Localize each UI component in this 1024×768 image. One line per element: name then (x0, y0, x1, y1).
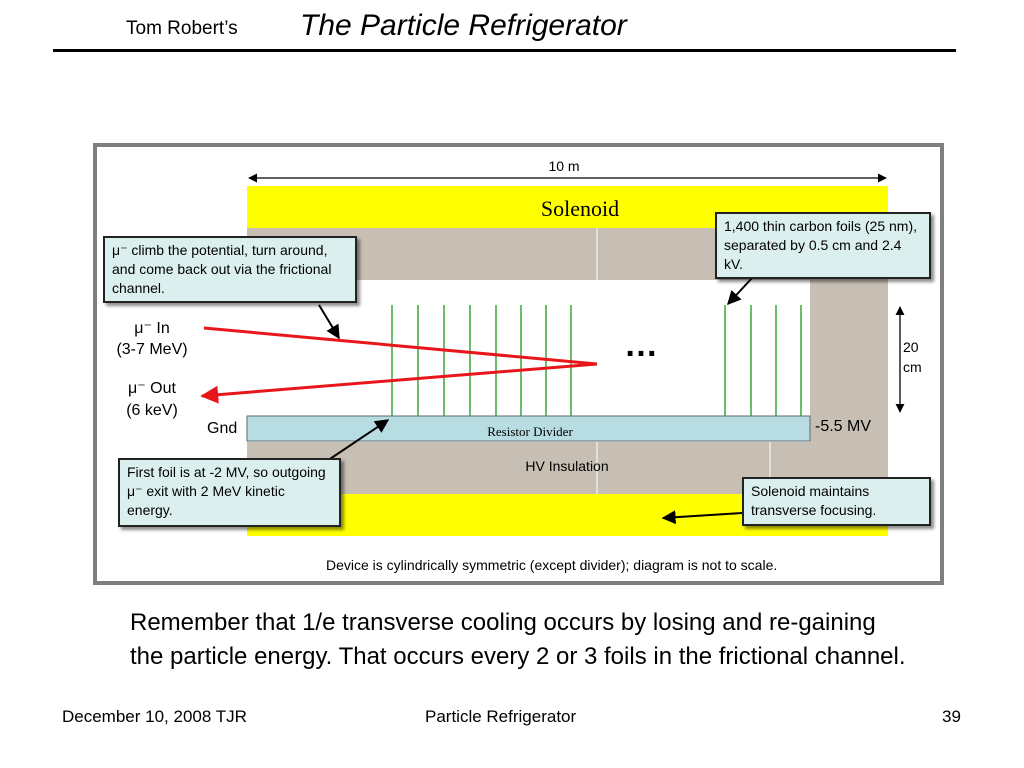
footer-topic: Particle Refrigerator (425, 707, 577, 726)
length-label: 10 m (548, 158, 580, 174)
muon-in-energy: (3-7 MeV) (116, 341, 188, 358)
resistor-divider (246, 415, 811, 442)
diagram-frame (93, 143, 944, 585)
ellipsis-indicator: … (624, 326, 660, 364)
muon-out-beam (200, 362, 598, 404)
muon-out-label: μ⁻ Out (128, 380, 176, 397)
diagram-caption: Device is cylindrically symmetric (excep… (326, 557, 778, 573)
climb-pointer-arrow (318, 304, 340, 340)
muon-out-energy: (6 keV) (126, 402, 178, 419)
slide-title: The Particle Refrigerator (300, 9, 627, 42)
page-number: 39 (942, 707, 961, 726)
focusing-callout: Solenoid maintains transverse focusing. (742, 477, 931, 526)
resistor-divider-label: Resistor Divider (487, 424, 573, 439)
header-author: Tom Robert’s (126, 18, 238, 39)
height-label-value: 20 (903, 339, 919, 355)
foils-callout: 1,400 thin carbon foils (25 nm), separat… (715, 212, 931, 279)
insulation-label: HV Insulation (525, 458, 609, 474)
high-voltage-label: -5.5 MV (815, 418, 872, 435)
carbon-foils (391, 305, 802, 416)
insulation-end (810, 280, 888, 442)
height-label-unit: cm (903, 359, 922, 375)
solenoid-label: Solenoid (540, 196, 620, 221)
body-text: Remember that 1/e transverse cooling occ… (130, 609, 906, 670)
ground-label: Gnd (207, 420, 238, 437)
header-rule (53, 49, 956, 52)
foils-pointer-arrow (727, 277, 753, 306)
focusing-pointer-arrow (661, 510, 743, 525)
muon-in-beam (203, 326, 598, 366)
first-foil-callout: First foil is at -2 MV, so outgoing μ⁻ e… (118, 458, 341, 527)
muon-in-label: μ⁻ In (134, 320, 170, 337)
footer-date: December 10, 2008 TJR (62, 707, 247, 726)
climb-callout: μ⁻ climb the potential, turn around, and… (103, 236, 357, 303)
